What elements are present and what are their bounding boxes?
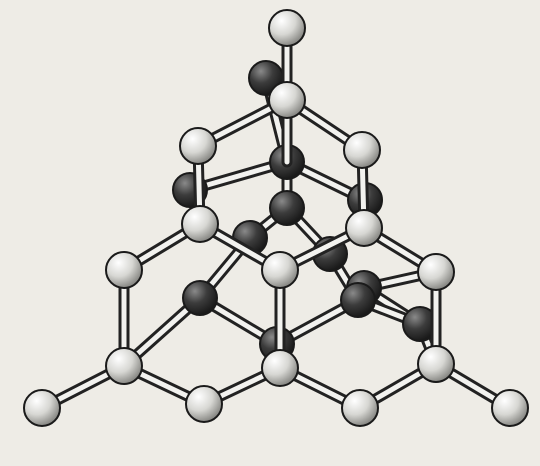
- front-atom-cb: [261, 349, 299, 387]
- front-atom-ml: [181, 205, 219, 243]
- front-atom-lo2: [341, 389, 379, 427]
- front-atom-rr: [417, 345, 455, 383]
- back-atom-br: [340, 282, 376, 318]
- front-atom-lo1: [185, 385, 223, 423]
- back-atom-bl: [182, 280, 218, 316]
- front-atom-top: [268, 9, 306, 47]
- front-atoms: [23, 9, 529, 427]
- back-atom-mid: [269, 190, 305, 226]
- front-atom-ul: [179, 127, 217, 165]
- front-atom-ll: [105, 347, 143, 385]
- front-atom-apex: [268, 81, 306, 119]
- front-atom-ebr: [491, 389, 529, 427]
- front-atom-ur: [343, 131, 381, 169]
- front-atom-l1: [105, 251, 143, 289]
- front-atom-c1: [261, 251, 299, 289]
- front-atom-ebl: [23, 389, 61, 427]
- front-atom-mr: [345, 209, 383, 247]
- front-atom-r1: [417, 253, 455, 291]
